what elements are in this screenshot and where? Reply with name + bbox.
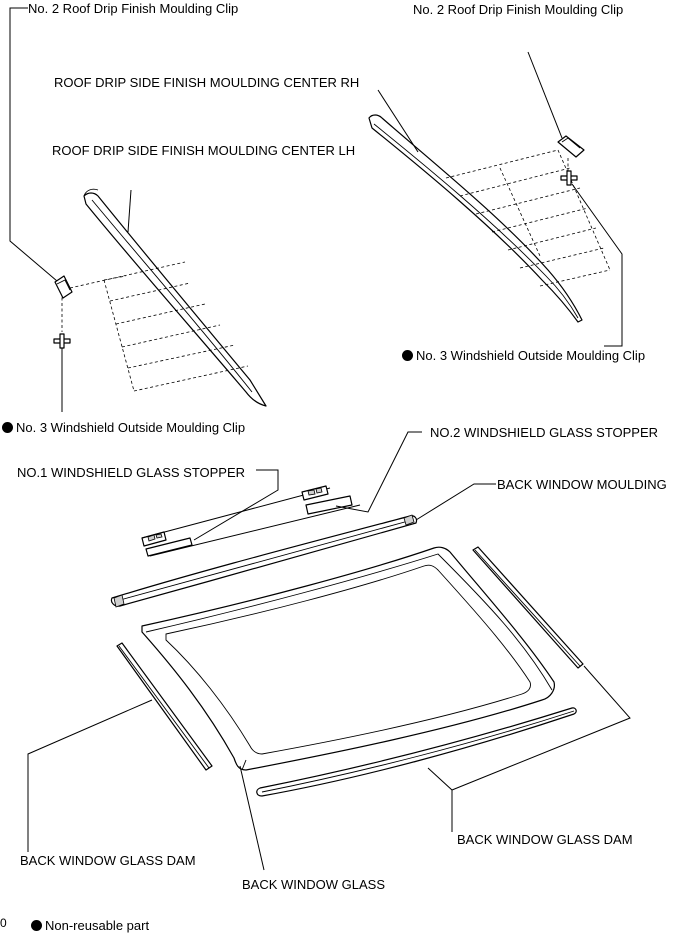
clip-no2-right [557,135,585,158]
label-roof-rh: ROOF DRIP SIDE FINISH MOULDING CENTER RH [54,75,360,90]
label-clip-no3-left: No. 3 Windshield Outside Moulding Clip [2,420,245,435]
leader-roof-rh [377,89,419,153]
label-clip-no3-left-text: No. 3 Windshield Outside Moulding Clip [16,420,246,435]
label-stopper-no1: NO.1 WINDSHIELD GLASS STOPPER [17,465,246,480]
stopper-no2-upper [301,485,329,501]
label-dam-right: BACK WINDOW GLASS DAM [457,832,633,847]
stopper-plane-outline [141,487,331,539]
leader-dam-left [27,699,153,852]
leader-clip-no2-left [9,7,58,282]
leader-stopper-no2 [335,431,422,513]
figure-code: 0 [0,916,7,930]
clip-no3-right [560,170,578,186]
non-reusable-dot-icon [402,350,413,361]
glass-dam-right [472,546,584,669]
back-window-moulding [110,514,418,608]
roof-moulding-rh [368,114,583,323]
clip-no2-left [54,275,73,299]
label-clip-no2-right: No. 2 Roof Drip Finish Moulding Clip [413,2,624,17]
leader-clip-no3-right [571,183,623,347]
roof-moulding-lh [83,188,267,407]
filled-circle-icon [31,920,42,931]
back-window-glass [141,546,555,771]
stopper-plane-edge [149,504,361,557]
legend-non-reusable-text: Non-reusable part [45,918,150,933]
label-stopper-no2: NO.2 WINDSHIELD GLASS STOPPER [430,425,659,440]
label-clip-no3-right: No. 3 Windshield Outside Moulding Clip [402,348,645,363]
legend-non-reusable: Non-reusable part [31,918,149,933]
label-back-window-moulding: BACK WINDOW MOULDING [497,477,667,492]
stopper-no1-upper [141,531,167,547]
label-back-window-glass: BACK WINDOW GLASS [242,877,386,892]
leader-dam-right [427,665,631,791]
label-roof-lh: ROOF DRIP SIDE FINISH MOULDING CENTER LH [52,143,356,158]
non-reusable-dot-icon [2,422,13,433]
stopper-no2-lower [305,495,353,515]
label-clip-no2-left: No. 2 Roof Drip Finish Moulding Clip [28,1,239,16]
label-dam-left: BACK WINDOW GLASS DAM [20,853,196,868]
stopper-no1-lower [145,537,193,557]
label-clip-no3-right-text: No. 3 Windshield Outside Moulding Clip [416,348,646,363]
leader-clip-no2-right [527,51,563,139]
mounting-grid-left [61,261,249,392]
leader-back-window-moulding [415,483,496,521]
leader-back-window-glass [239,765,265,871]
leader-stopper-no1 [193,469,279,541]
leader-roof-lh [127,189,132,233]
glass-dam-bottom [256,707,577,797]
clip-no3-left [53,333,71,349]
glass-dam-left [116,642,213,771]
